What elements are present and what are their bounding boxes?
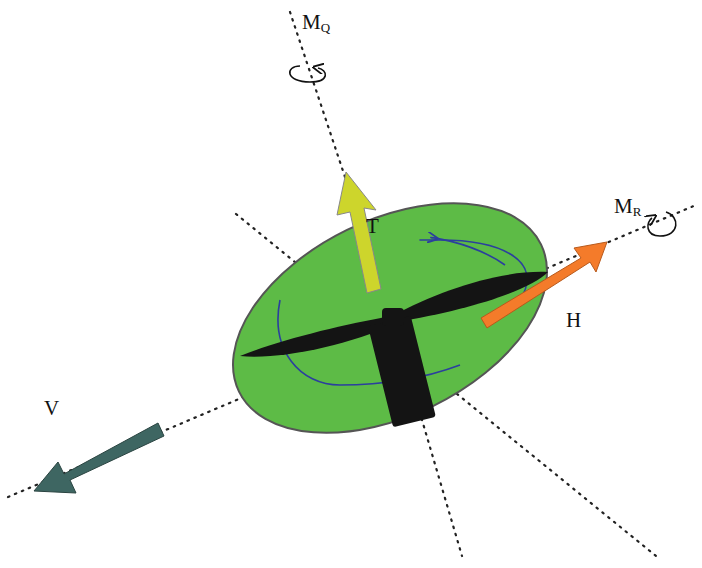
motor	[368, 316, 436, 428]
rotor-disk	[196, 156, 584, 479]
v-arrow	[34, 423, 164, 493]
moment-arrow	[290, 66, 326, 82]
force-label: T	[366, 216, 379, 237]
hub	[382, 308, 404, 326]
rotation-arrow	[431, 238, 505, 265]
h-force-arrow	[481, 242, 607, 328]
force-label: H	[566, 310, 581, 331]
moment-arrow	[648, 212, 676, 236]
velocity-label: V	[44, 398, 59, 419]
moment-label: MQ	[302, 12, 330, 34]
thrust-arrow	[337, 172, 381, 293]
moment-label: MR	[614, 196, 641, 218]
axis-lines	[8, 12, 696, 556]
